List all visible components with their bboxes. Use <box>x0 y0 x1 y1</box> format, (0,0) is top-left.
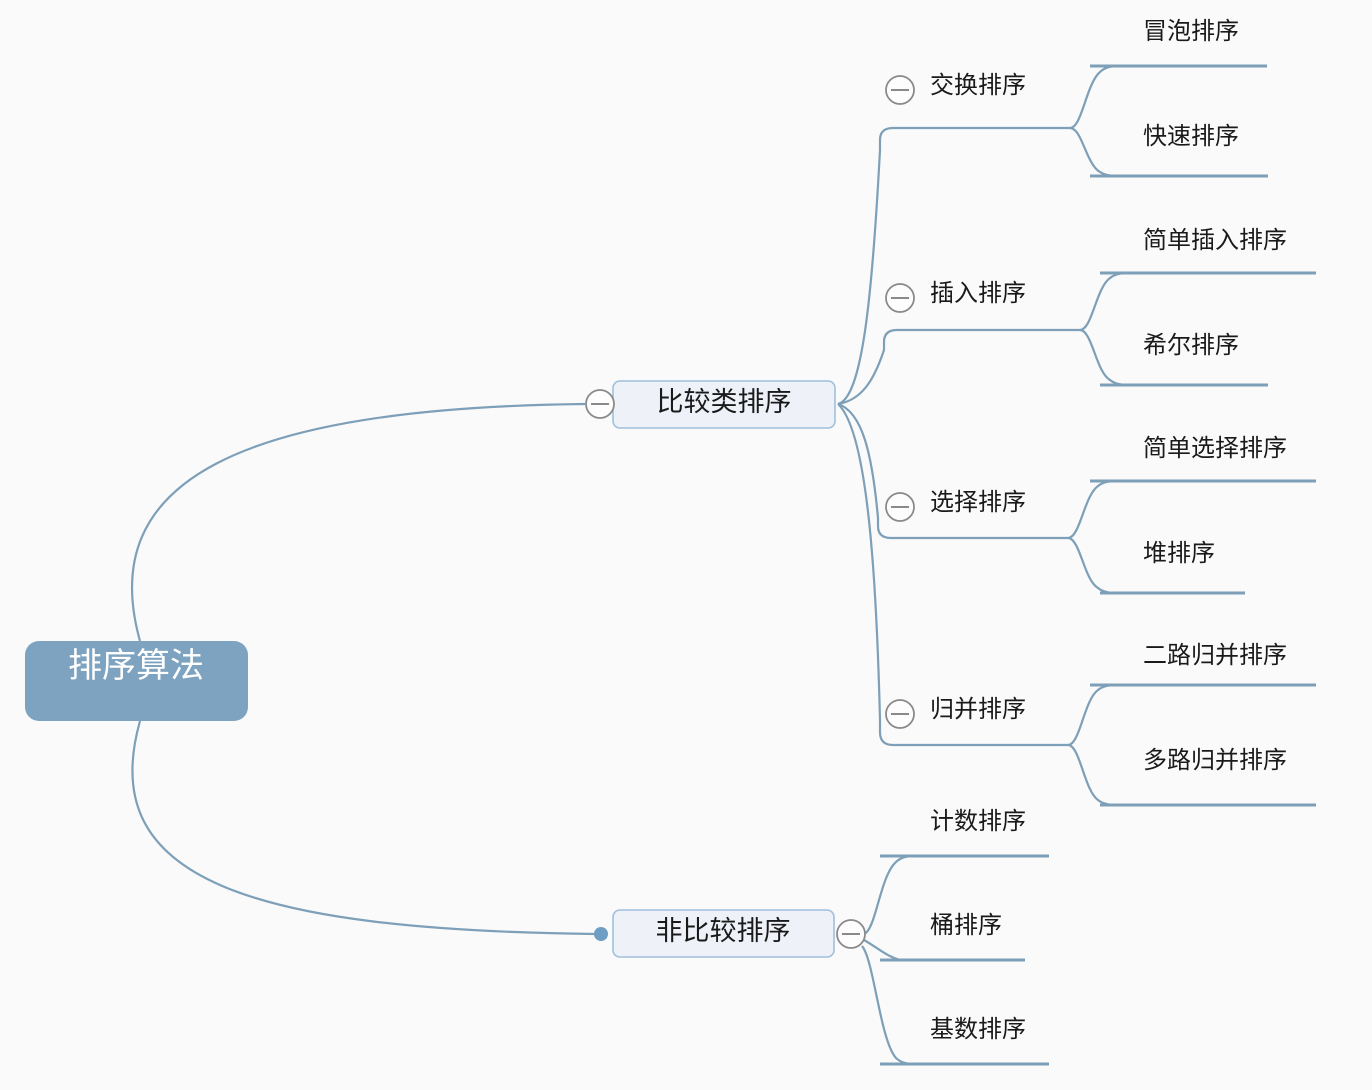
node-noncompare-sort[interactable]: 非比较排序 <box>594 909 866 958</box>
edge-compare-to-merge <box>837 403 1068 747</box>
leaf-multi-way-merge-sort[interactable]: 多路归并排序 <box>1100 747 1316 807</box>
edge-root-to-noncompare <box>131 720 597 936</box>
leaf-counting-sort-label: 计数排序 <box>930 808 1026 835</box>
leaf-bubble-sort[interactable]: 冒泡排序 <box>1090 18 1267 68</box>
branch-exchange-sort[interactable]: 交换排序 <box>885 72 1026 105</box>
leaf-simple-select-sort[interactable]: 简单选择排序 <box>1090 435 1316 483</box>
minus-circle-icon[interactable] <box>885 492 915 522</box>
leaf-bucket-sort-label: 桶排序 <box>930 912 1002 939</box>
leaf-two-way-merge-sort[interactable]: 二路归并排序 <box>1090 642 1316 687</box>
leaf-heap-sort[interactable]: 堆排序 <box>1100 540 1245 595</box>
leaf-radix-sort-label: 基数排序 <box>930 1016 1026 1043</box>
branch-merge-sort-label: 归并排序 <box>930 696 1026 723</box>
edge-compare-to-exchange <box>837 126 1070 406</box>
minus-circle-icon[interactable] <box>836 919 866 949</box>
edge-compare-to-insert <box>837 328 1080 406</box>
minus-circle-icon[interactable] <box>885 75 915 105</box>
leaf-quick-sort[interactable]: 快速排序 <box>1090 123 1268 178</box>
root-node-label: 排序算法 <box>68 647 204 685</box>
root-node[interactable]: 排序算法 <box>25 641 248 721</box>
branch-insert-sort-label: 插入排序 <box>930 280 1026 307</box>
leaf-simple-select-sort-label: 简单选择排序 <box>1143 435 1287 462</box>
leaf-two-way-merge-sort-label: 二路归并排序 <box>1143 642 1287 669</box>
branch-exchange-sort-label: 交换排序 <box>930 72 1026 99</box>
leaf-bucket-sort[interactable]: 桶排序 <box>880 912 1025 962</box>
edge-compare-to-select <box>837 402 1068 540</box>
leaf-multi-way-merge-sort-label: 多路归并排序 <box>1143 747 1287 774</box>
leaf-counting-sort[interactable]: 计数排序 <box>880 808 1049 858</box>
leaf-heap-sort-label: 堆排序 <box>1143 540 1215 567</box>
leaf-simple-insert-sort[interactable]: 简单插入排序 <box>1100 227 1316 275</box>
node-compare-sort-label: 比较类排序 <box>657 387 792 417</box>
branch-merge-sort[interactable]: 归并排序 <box>885 696 1026 729</box>
leaf-shell-sort-label: 希尔排序 <box>1143 332 1239 359</box>
leaf-radix-sort[interactable]: 基数排序 <box>880 1016 1049 1066</box>
minus-circle-icon[interactable] <box>585 389 615 419</box>
node-compare-sort[interactable]: 比较类排序 <box>585 380 836 429</box>
leaf-bubble-sort-label: 冒泡排序 <box>1143 18 1239 45</box>
branch-insert-sort[interactable]: 插入排序 <box>885 280 1026 313</box>
minus-circle-icon[interactable] <box>885 283 915 313</box>
node-noncompare-sort-label: 非比较排序 <box>656 916 791 946</box>
edge-root-to-compare <box>130 402 586 642</box>
node-noncompare-anchor-dot <box>594 927 608 941</box>
root-node-box[interactable] <box>25 641 248 721</box>
node-noncompare-sort-box[interactable] <box>612 909 835 958</box>
branch-select-sort[interactable]: 选择排序 <box>885 489 1026 522</box>
leaf-quick-sort-label: 快速排序 <box>1143 123 1239 150</box>
leaf-simple-insert-sort-label: 简单插入排序 <box>1143 227 1287 254</box>
leaf-shell-sort[interactable]: 希尔排序 <box>1100 332 1268 387</box>
minus-circle-icon[interactable] <box>885 699 915 729</box>
branch-select-sort-label: 选择排序 <box>930 489 1026 516</box>
